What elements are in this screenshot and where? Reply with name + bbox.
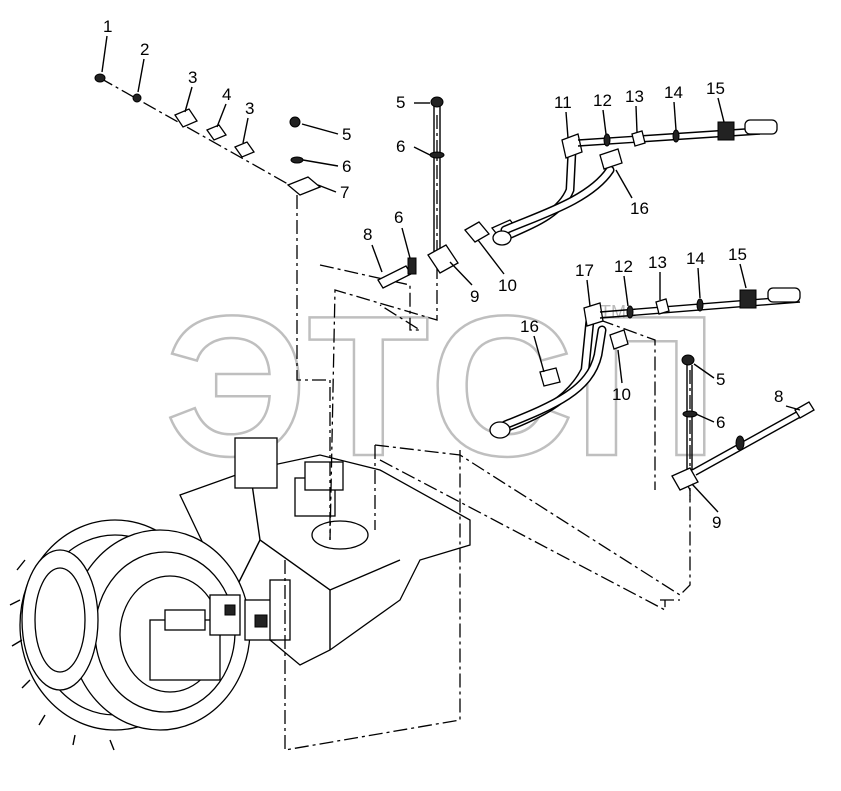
callout-3a: 3 (188, 68, 197, 87)
callout-15b: 15 (728, 245, 747, 264)
callout-10b: 10 (612, 385, 631, 404)
callout-7: 7 (340, 183, 349, 202)
upper-hose-assembly (497, 119, 778, 243)
callout-8a: 8 (363, 225, 372, 244)
leader-lines (101, 35, 801, 513)
callout-5c: 5 (716, 370, 725, 389)
callout-14b: 14 (686, 249, 705, 268)
callout-5b: 5 (396, 93, 405, 112)
callout-11: 11 (554, 93, 572, 112)
travel-motor (149, 579, 291, 681)
callout-14a: 14 (664, 83, 683, 102)
callout-15a: 15 (706, 79, 725, 98)
upper-left-pipe (377, 96, 520, 289)
callout-13a: 13 (625, 87, 644, 106)
callout-4: 4 (222, 85, 231, 104)
callout-1: 1 (103, 17, 112, 36)
callout-6a: 6 (342, 157, 351, 176)
callout-6c: 6 (394, 208, 403, 227)
callout-3b: 3 (245, 99, 254, 118)
callout-13b: 13 (648, 253, 667, 272)
callout-5a: 5 (342, 125, 351, 144)
callout-2: 2 (140, 40, 149, 59)
assembly-lines (99, 77, 691, 751)
callout-9a: 9 (470, 287, 479, 306)
callout-9b: 9 (712, 513, 721, 532)
lower-hose-assembly (489, 230, 801, 439)
callout-12b: 12 (614, 257, 633, 276)
hardware-chain-1-7 (94, 73, 322, 196)
callout-6d: 6 (716, 413, 725, 432)
callout-6b: 6 (396, 137, 405, 156)
callout-8b: 8 (774, 387, 783, 406)
callout-17: 17 (575, 261, 594, 280)
callouts: 1 2 3 4 3 5 6 7 5 6 8 6 9 10 11 12 13 14… (103, 17, 783, 532)
callout-10a: 10 (498, 276, 517, 295)
callout-16a: 16 (630, 199, 649, 218)
right-pipe (671, 354, 815, 491)
callout-12a: 12 (593, 91, 612, 110)
callout-16b: 16 (520, 317, 539, 336)
track-frame-assembly (9, 437, 471, 751)
